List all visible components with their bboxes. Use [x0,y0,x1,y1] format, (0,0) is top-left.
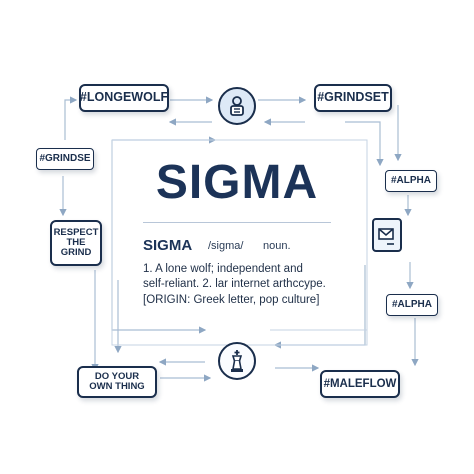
message-icon [372,218,402,252]
tag-do-your-own-label: DO YOUR OWN THING [89,371,145,392]
title-divider [143,222,331,223]
tag-grindset-label: #GRINDSET [317,90,389,105]
tag-alpha-bottom: #ALPHA [386,294,438,316]
definition-origin: [ORIGIN: Greek letter, pop culture] [143,294,320,306]
main-title: SIGMA [155,156,319,209]
definition-line-1: 1. A lone wolf; independent and [143,263,303,275]
definition-pronunciation: /sigma/ [208,240,244,252]
tag-alpha-top-label: #ALPHA [390,174,431,186]
definition-line-2: self-reliant. 2. lar internet arthccype. [143,278,326,290]
tag-maleflow-label: #MALEFLOW [323,377,397,390]
tag-grindset: #GRINDSET [314,84,392,112]
tag-grindse: #GRINDSE [36,148,94,170]
tag-do-your-own-thing: DO YOUR OWN THING [77,366,157,398]
tag-grindse-label: #GRINDSE [39,152,91,164]
tag-respect-the-grind: RESPECT THE GRIND [50,220,102,266]
chess-king-icon [218,342,256,380]
tag-longewolf-label: #LONGEWOLF [79,90,169,105]
person-icon [218,87,256,125]
definition-word: SIGMA [143,237,193,254]
tag-respect-label: RESPECT THE GRIND [53,227,99,258]
tag-longewolf: #LONGEWOLF [79,84,169,112]
tag-maleflow: #MALEFLOW [320,370,400,398]
tag-alpha-bottom-label: #ALPHA [391,298,432,310]
definition-part-of-speech: noun. [263,240,291,252]
tag-alpha-top: #ALPHA [385,170,437,192]
